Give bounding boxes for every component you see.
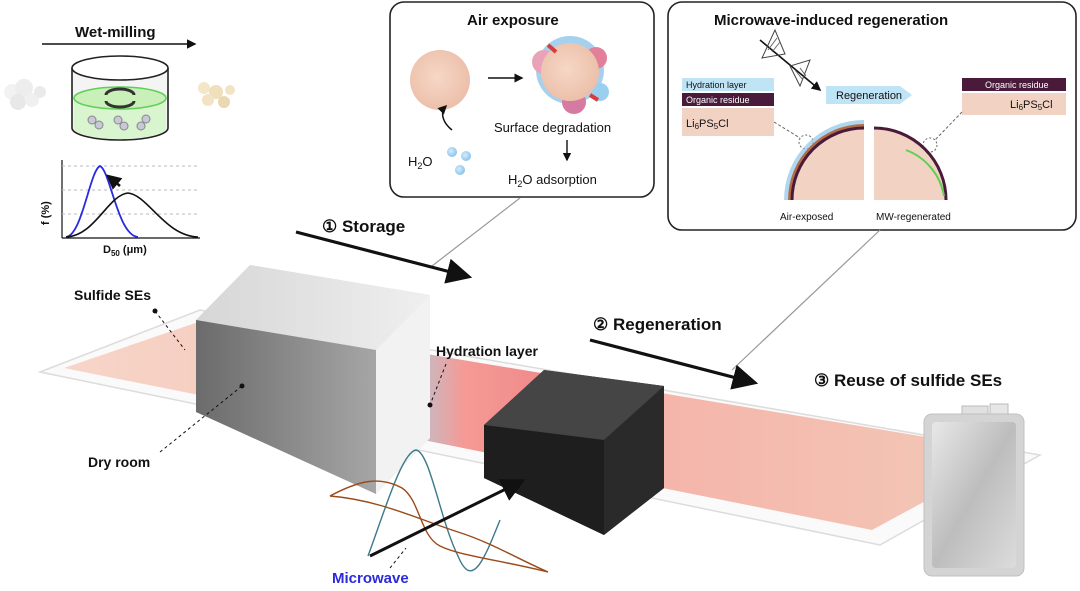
- organic-residue-left-text: Organic residue: [686, 95, 750, 105]
- wet-milling-panel: Wet-milling: [4, 24, 235, 258]
- milled-distribution-curve: [65, 165, 139, 238]
- pristine-particle-icon: [410, 50, 470, 110]
- regeneration-step-arrow: [589, 338, 759, 390]
- reuse-step-label: ③ Reuse of sulfide SEs: [814, 371, 1002, 390]
- microwave-label: Microwave: [332, 570, 409, 587]
- hydration-layer-label: Hydration layer: [436, 343, 538, 359]
- air-exposure-panel: Air exposure H2O Surface degradation H2O…: [389, 1, 655, 198]
- organic-residue-right-text: Organic residue: [985, 80, 1049, 90]
- storage-step-arrow: [295, 230, 473, 284]
- regeneration-arrow: [826, 86, 912, 104]
- distribution-y-label: f (%): [40, 201, 52, 225]
- sulfide-ses-label: Sulfide SEs: [74, 287, 151, 303]
- microwave-regeneration-panel: Microwave-induced regeneration Regenerat…: [667, 1, 1077, 231]
- dry-room-box: [196, 265, 430, 494]
- coarse-distribution-curve: [65, 192, 199, 238]
- storage-step-label: ① Storage: [322, 217, 405, 236]
- degraded-particle-icon: [532, 36, 609, 114]
- milled-powder-icon: [198, 82, 235, 108]
- lpsc-left-text: Li6PS5Cl: [686, 118, 729, 131]
- air-exposure-connector: [431, 197, 521, 267]
- size-distribution-plot: f (%) D50 (μm): [40, 160, 200, 258]
- pouch-cell-icon: [923, 403, 1025, 577]
- mw-regenerated-caption: MW-regenerated: [876, 212, 951, 223]
- air-h2o-label: H2O: [408, 154, 433, 171]
- air-exposure-title: Air exposure: [467, 12, 559, 29]
- regeneration-step-label: ② Regeneration: [593, 315, 722, 334]
- split-particle-icon: [784, 120, 948, 201]
- air-exposed-caption: Air-exposed: [780, 212, 833, 223]
- hydration-layer-text: Hydration layer: [686, 80, 747, 90]
- regenerated-layer-stack: Organic residue Li6PS5Cl: [922, 78, 1066, 153]
- microwave-wave-icon: [329, 449, 549, 573]
- water-drop-icon: [455, 165, 465, 175]
- h2o-adsorption-label: H2O adsorption: [508, 172, 597, 189]
- distribution-x-label: D50 (μm): [103, 244, 147, 258]
- dry-room-label: Dry room: [88, 454, 150, 470]
- water-drop-icon: [461, 151, 471, 161]
- coarse-powder-icon: [4, 79, 46, 110]
- regeneration-arrow-label: Regeneration: [836, 90, 902, 102]
- water-drop-icon: [447, 147, 457, 157]
- wet-milling-title: Wet-milling: [75, 24, 156, 41]
- regeneration-connector: [731, 229, 881, 371]
- milling-jar-icon: [71, 55, 169, 141]
- surface-degradation-label: Surface degradation: [494, 120, 611, 135]
- microwave-regeneration-title: Microwave-induced regeneration: [714, 12, 948, 29]
- lpsc-right-text: Li6PS5Cl: [1010, 99, 1053, 112]
- regeneration-box: [484, 370, 664, 535]
- microwave-wave-icon: [759, 28, 822, 92]
